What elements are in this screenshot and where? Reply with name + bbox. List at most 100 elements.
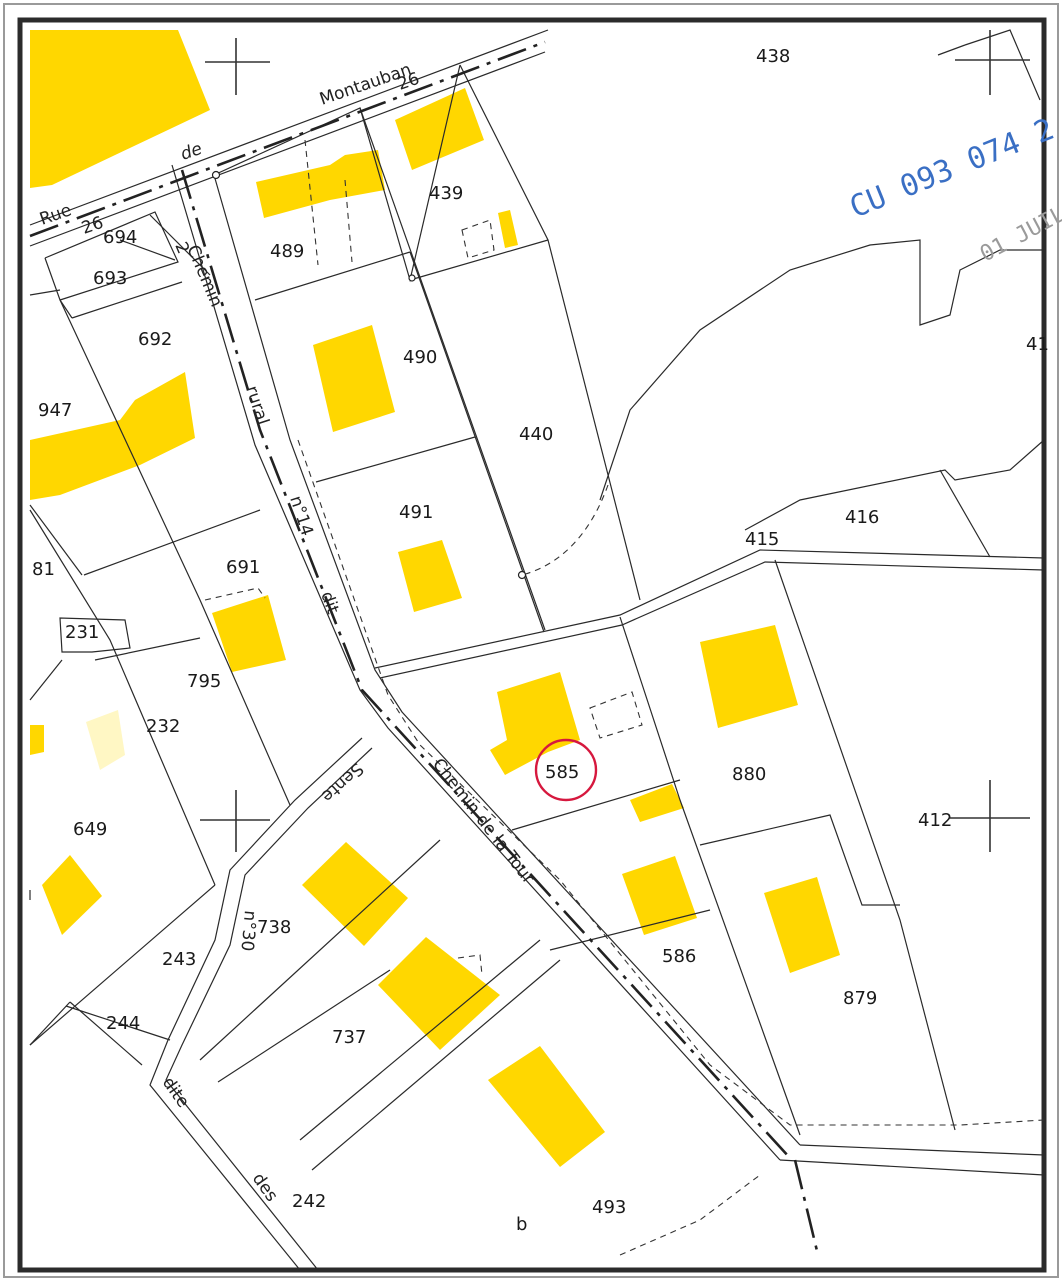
road-axis — [29, 40, 546, 238]
road-axes — [29, 40, 820, 1256]
dashed-line — [204, 587, 266, 601]
parcel-label: 243 — [162, 949, 196, 970]
building — [302, 842, 408, 946]
parcel-label: 489 — [270, 241, 304, 262]
road-edge — [379, 561, 1045, 679]
parcel-label: 232 — [146, 716, 180, 737]
parcel-label: 491 — [399, 502, 433, 523]
map-inner-border — [17, 17, 1047, 1273]
parcel-label: 694 — [103, 227, 137, 248]
parcel-label: 244 — [106, 1013, 140, 1034]
parcel-label: 880 — [732, 764, 766, 785]
dashed-line — [589, 691, 643, 739]
parcel-labels: 438 439 489 694 693 692 490 440 947 491 … — [32, 46, 1049, 1235]
boundary — [119, 239, 176, 261]
vertex-dot — [517, 570, 527, 580]
vertex-dot — [408, 274, 416, 282]
boundary — [699, 814, 900, 906]
administrative-stamp: CU 093 074 2 1 01 JUIL — [845, 98, 1062, 267]
boundary — [44, 257, 73, 319]
road-edge — [799, 1144, 1045, 1156]
road-edge — [165, 747, 373, 1271]
road-label-sente: Sente — [317, 758, 367, 806]
building — [498, 210, 518, 248]
parcel-label: 41 — [1026, 334, 1049, 355]
dashed-line — [461, 219, 495, 259]
boundary — [29, 659, 63, 701]
road-label-rue: Rue — [37, 200, 74, 229]
parcel-label: 692 — [138, 329, 172, 350]
building — [30, 372, 195, 500]
road-label-rural: rural — [241, 383, 272, 427]
survey-crosses — [200, 30, 1030, 852]
boundary — [311, 959, 561, 1171]
road-edge — [29, 51, 546, 247]
cross-marker — [200, 790, 270, 852]
boundary — [29, 884, 216, 1046]
boundary — [511, 779, 681, 831]
parcel-label: 416 — [845, 507, 879, 528]
boundary — [774, 559, 956, 1131]
boundary — [459, 64, 641, 601]
boundary — [29, 1001, 71, 1046]
parcel-label: b — [516, 1214, 527, 1235]
boundary — [149, 214, 211, 276]
boundary — [409, 251, 545, 633]
boundary — [59, 617, 131, 653]
cross-marker — [950, 780, 1030, 852]
boundary — [29, 509, 216, 886]
parcel-label: 795 — [187, 671, 221, 692]
boundary — [59, 299, 291, 806]
building — [622, 856, 697, 935]
buildings — [30, 30, 840, 1167]
building — [630, 784, 684, 822]
road-label-des: des — [248, 1169, 282, 1205]
dashed-lines — [204, 139, 1045, 1256]
boundary — [65, 1005, 171, 1041]
stamp-reference: CU 093 074 2 1 — [845, 98, 1062, 225]
parcel-label: 691 — [226, 557, 260, 578]
dashed-line — [304, 139, 319, 266]
boundary — [29, 289, 61, 296]
boundary — [83, 509, 261, 576]
parcel-label: 231 — [65, 622, 99, 643]
boundary — [549, 909, 711, 951]
boundary — [359, 107, 546, 631]
parcel-label: 585 — [545, 762, 579, 783]
building — [212, 595, 286, 672]
road-label-chemin: Chemin — [182, 242, 226, 310]
stamp-date: 01 JUIL — [976, 202, 1062, 268]
boundary — [199, 839, 441, 1061]
parcel-label: 649 — [73, 819, 107, 840]
dashed-line — [619, 1174, 761, 1256]
parcel-label: 440 — [519, 424, 553, 445]
building — [488, 1046, 605, 1167]
building — [313, 325, 395, 432]
parcel-label: 493 — [592, 1197, 626, 1218]
parcel-label: 586 — [662, 946, 696, 967]
parcel-label: 693 — [93, 268, 127, 289]
vertex-markers — [211, 170, 527, 580]
road-label-chemin-de-la-tour: Chemin de la Tour — [428, 755, 538, 888]
parcel-label: 879 — [843, 988, 877, 1009]
boundary — [937, 44, 966, 56]
road-edge — [171, 164, 781, 1161]
boundary — [744, 439, 1045, 531]
parcel-label: 242 — [292, 1191, 326, 1212]
boundary — [94, 637, 201, 661]
road-axis — [180, 169, 791, 1159]
road-edge — [29, 29, 549, 226]
vertex-dot — [211, 170, 221, 180]
road-axis — [793, 1159, 820, 1256]
building-faded — [86, 710, 125, 770]
building — [256, 150, 385, 218]
dashed-line — [457, 954, 483, 976]
parcel-label: 438 — [756, 46, 790, 67]
parcel-label: 737 — [332, 1027, 366, 1048]
parcel-label: 439 — [429, 183, 463, 204]
cross-marker — [205, 38, 270, 95]
boundary — [409, 239, 549, 281]
boundary — [299, 939, 541, 1141]
boundary — [71, 281, 183, 319]
